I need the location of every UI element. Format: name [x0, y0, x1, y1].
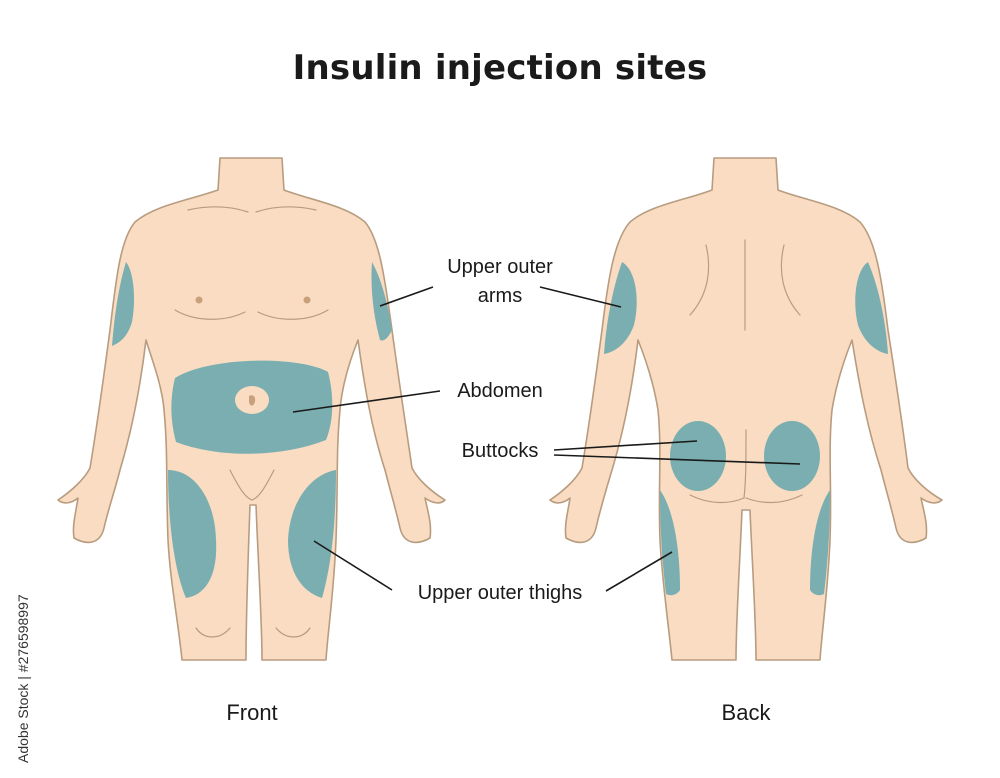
back-left-buttock-site: [670, 421, 726, 491]
front-clavicle-right: [255, 206, 317, 213]
leader-buttocks-right: [553, 454, 801, 465]
leader-thighs-front: [313, 540, 393, 591]
back-right-thigh-site: [810, 490, 830, 596]
back-body: [549, 157, 943, 661]
leader-arms-back: [539, 286, 622, 308]
front-groin: [229, 469, 275, 501]
back-scapula-left: [689, 244, 710, 316]
diagram-title: Insulin injection sites: [292, 48, 708, 88]
front-knee-left: [195, 627, 231, 638]
front-left-arm-site: [112, 262, 134, 346]
front-navel: [249, 395, 256, 406]
stock-watermark: Adobe Stock | #276598997: [8, 540, 31, 770]
front-right-arm-site: [371, 262, 392, 341]
front-left-thigh-site: [168, 470, 217, 598]
front-nipple-left: [195, 296, 203, 304]
back-buttock-fold-right: [745, 494, 803, 504]
front-knee-right: [275, 627, 311, 638]
back-buttock-cleft: [743, 429, 747, 499]
leader-buttocks-left: [553, 440, 698, 451]
back-scapula-right: [780, 244, 801, 316]
back-left-arm-site: [604, 262, 637, 354]
label-upper-outer-arms-line1: Upper outer: [447, 256, 553, 278]
front-nipple-right: [303, 296, 311, 304]
leader-abdomen: [292, 390, 441, 413]
back-right-arm-site: [855, 262, 888, 354]
back-body-outline: [549, 157, 943, 661]
caption-back: Back: [722, 700, 772, 725]
front-body: [57, 157, 446, 661]
label-abdomen: Abdomen: [457, 380, 543, 402]
back-right-buttock-site: [764, 421, 820, 491]
label-buttocks: Buttocks: [462, 440, 539, 462]
label-upper-outer-thighs: Upper outer thighs: [418, 582, 583, 604]
front-right-thigh-site: [288, 470, 336, 598]
back-left-thigh-site: [660, 490, 680, 596]
watermark-text: Adobe Stock | #276598997: [15, 594, 31, 763]
leader-thighs-back: [605, 551, 673, 592]
label-upper-outer-arms-line2: arms: [478, 285, 522, 307]
front-chest-right: [257, 309, 329, 320]
back-buttock-fold-left: [689, 494, 745, 504]
caption-front: Front: [226, 700, 277, 725]
front-clavicle-left: [187, 206, 249, 213]
front-chest-left: [174, 309, 246, 320]
leader-arms-front: [379, 286, 434, 307]
